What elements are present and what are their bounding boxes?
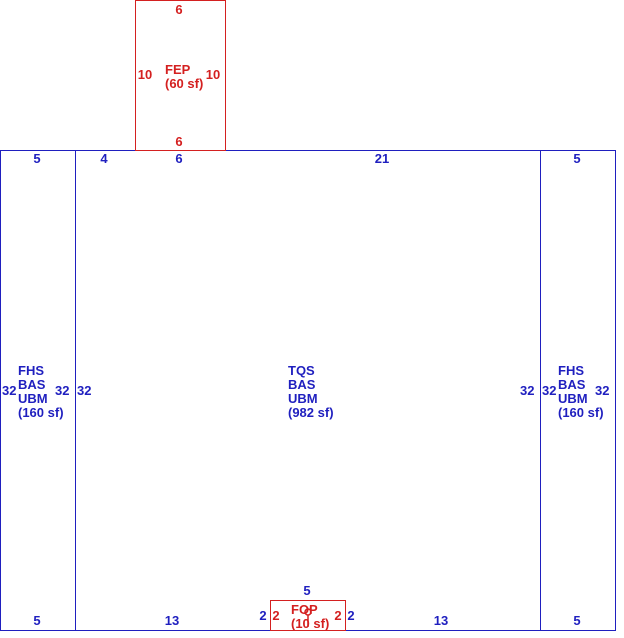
- right-wing-bottom-dim: 5: [573, 613, 580, 628]
- left-wing-code-3: UBM: [18, 391, 48, 406]
- fop-left-dim: 2: [272, 608, 279, 623]
- main-left-dim: 32: [77, 383, 91, 398]
- main-top-dim-b: 6: [175, 151, 182, 166]
- left-wing-top-dim: 5: [33, 151, 40, 166]
- left-wing-bottom-dim: 5: [33, 613, 40, 628]
- fep-code: FEP: [165, 62, 191, 77]
- right-wing-code-2: BAS: [558, 377, 586, 392]
- right-wing-code-1: FHS: [558, 363, 584, 378]
- front-porch-outline: [135, 0, 226, 151]
- right-wing-left-dim: 32: [542, 383, 556, 398]
- main-top-dim-c: 21: [375, 151, 389, 166]
- main-bottom-dim-d: 2: [347, 608, 354, 623]
- fop-code: FOP: [291, 602, 318, 617]
- fep-area: (60 sf): [165, 76, 203, 91]
- left-wing-code-1: FHS: [18, 363, 44, 378]
- main-inset-dim: 5: [303, 583, 310, 598]
- right-wing-top-dim: 5: [573, 151, 580, 166]
- main-bottom-dim-b: 13: [434, 613, 448, 628]
- main-code-1: TQS: [288, 363, 315, 378]
- main-code-2: BAS: [288, 377, 316, 392]
- fep-top-dim: 6: [175, 2, 182, 17]
- left-wing-area: (160 sf): [18, 405, 64, 420]
- fep-left-dim: 10: [138, 67, 152, 82]
- left-wing-right-dim: 32: [55, 383, 69, 398]
- main-area: (982 sf): [288, 405, 334, 420]
- right-wing-outline: [540, 150, 616, 631]
- main-code-3: UBM: [288, 391, 318, 406]
- fep-right-dim: 10: [206, 67, 220, 82]
- left-wing-code-2: BAS: [18, 377, 46, 392]
- fop-right-dim: 2: [334, 608, 341, 623]
- main-top-dim-a: 4: [100, 151, 108, 166]
- right-wing-right-dim: 32: [595, 383, 609, 398]
- main-right-dim: 32: [520, 383, 534, 398]
- fep-bottom-dim: 6: [175, 134, 182, 149]
- fop-area: (10 sf): [291, 616, 329, 631]
- left-wing-left-dim: 32: [2, 383, 16, 398]
- main-bottom-dim-a: 13: [165, 613, 179, 628]
- right-wing-area: (160 sf): [558, 405, 604, 420]
- right-wing-code-3: UBM: [558, 391, 588, 406]
- open-porch-outline: [270, 600, 346, 631]
- main-bottom-dim-c: 2: [259, 608, 266, 623]
